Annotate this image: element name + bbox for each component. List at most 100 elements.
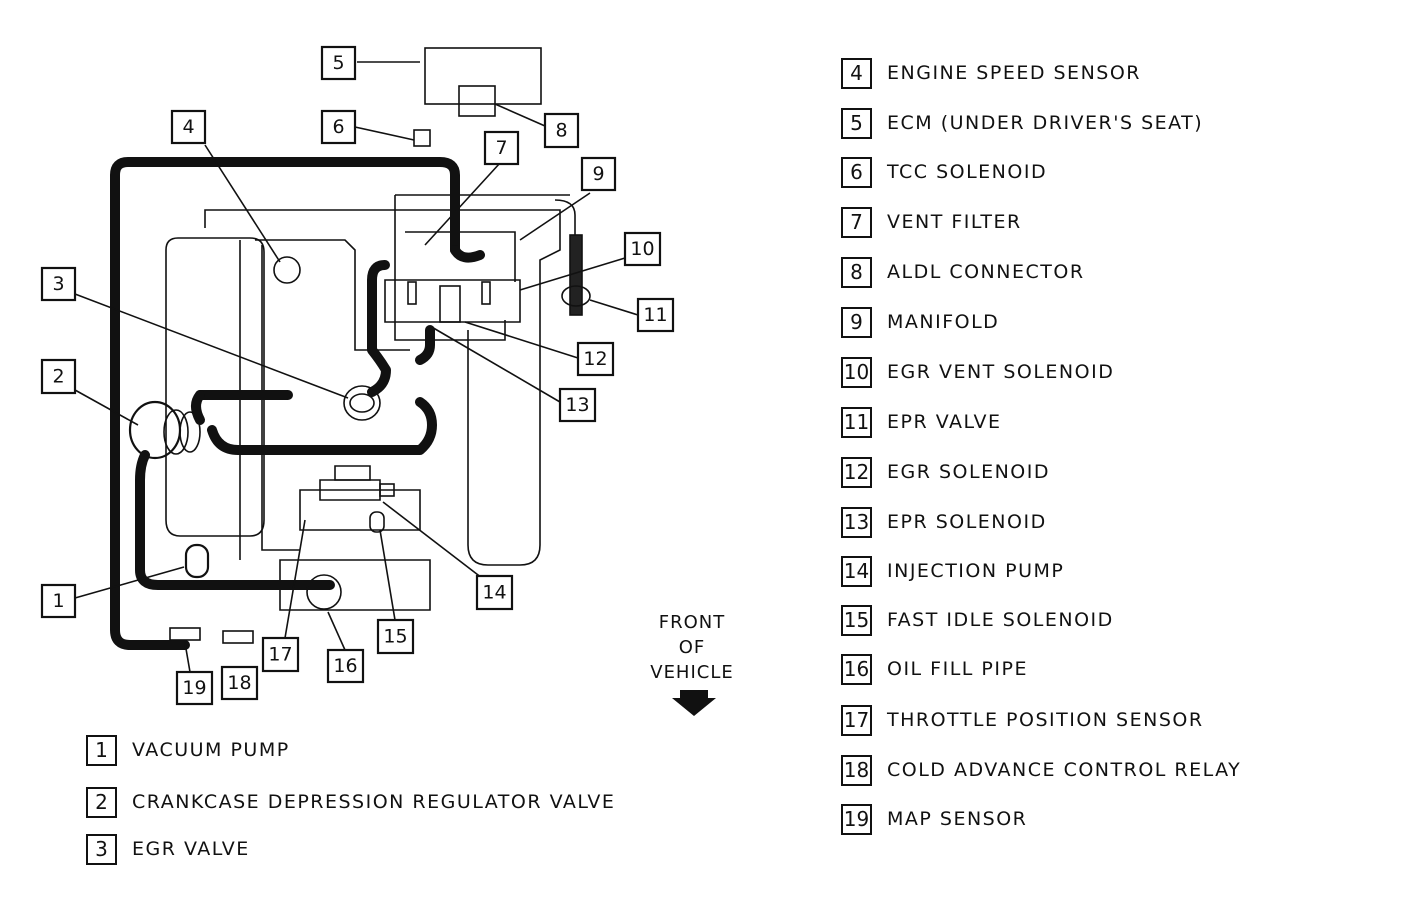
legend-number: 4 [841,57,872,89]
svg-text:3: 3 [52,273,64,295]
callout-10: 10 [623,231,662,267]
legend-item-11: 11 EPR VALVE [841,404,1001,440]
legend-label: VACUUM PUMP [132,739,290,761]
front-label-line2: OF [678,637,706,658]
legend-label: COLD ADVANCE CONTROL RELAY [887,759,1242,781]
tcc-solenoid-part [413,129,431,147]
legend-number: 12 [841,456,872,488]
callout-17: 17 [261,636,300,673]
callout-1: 1 [40,583,77,619]
callout-15: 15 [376,618,415,655]
legend-label: EGR SOLENOID [887,461,1050,483]
legend-number: 17 [841,704,872,736]
callout-5: 5 [320,45,357,81]
svg-text:16: 16 [333,655,357,677]
svg-text:8: 8 [555,120,567,142]
legend-label: THROTTLE POSITION SENSOR [887,709,1204,731]
callout-11: 11 [636,297,675,333]
legend-number: 18 [841,754,872,786]
svg-text:14: 14 [482,582,506,604]
svg-text:1: 1 [52,590,64,612]
legend-number: 19 [841,803,872,835]
legend-label: EPR SOLENOID [887,511,1047,533]
legend-number: 7 [841,206,872,238]
svg-text:9: 9 [592,163,604,185]
svg-text:18: 18 [227,672,251,694]
callout-6: 6 [320,109,357,145]
legend-number: 15 [841,604,872,636]
svg-text:19: 19 [182,677,206,699]
svg-text:6: 6 [332,116,344,138]
svg-text:11: 11 [643,304,667,326]
svg-text:13: 13 [565,394,589,416]
legend-label: TCC SOLENOID [887,161,1048,183]
callout-8: 8 [543,112,580,149]
legend-item-8: 8 ALDL CONNECTOR [841,254,1085,290]
legend-label: MAP SENSOR [887,808,1028,830]
legend-label: MANIFOLD [887,311,1000,333]
svg-text:5: 5 [332,52,344,74]
legend-item-10: 10 EGR VENT SOLENOID [841,354,1114,390]
legend-label: ECM (UNDER DRIVER'S SEAT) [887,112,1204,134]
callout-13: 13 [558,387,597,423]
legend-label: ENGINE SPEED SENSOR [887,62,1141,84]
ecm-unit [424,47,542,117]
legend-number: 2 [86,786,117,818]
svg-text:15: 15 [383,626,407,648]
legend-number: 8 [841,256,872,288]
legend-number: 13 [841,506,872,538]
legend-item-3: 3 EGR VALVE [86,831,250,867]
svg-text:12: 12 [583,348,607,370]
legend-label: EGR VENT SOLENOID [887,361,1115,383]
legend-number: 1 [86,734,117,766]
legend-number: 11 [841,406,872,438]
legend-number: 9 [841,306,872,338]
legend-item-17: 17 THROTTLE POSITION SENSOR [841,702,1204,738]
legend-label: EPR VALVE [887,411,1002,433]
legend-label: EGR VALVE [132,838,250,860]
legend-item-9: 9 MANIFOLD [841,304,999,340]
callout-9: 9 [580,156,617,192]
callout-14: 14 [475,574,514,611]
legend-item-15: 15 FAST IDLE SOLENOID [841,602,1114,638]
legend-item-1: 1 VACUUM PUMP [86,732,290,768]
component-shapes [128,234,591,644]
callout-18: 18 [220,665,259,701]
svg-text:17: 17 [268,644,292,666]
legend-number: 3 [86,833,117,865]
front-label-line3: VEHICLE [650,662,734,683]
arrow-down-icon [672,690,716,716]
legend-item-6: 6 TCC SOLENOID [841,154,1047,190]
svg-text:7: 7 [495,137,507,159]
svg-text:4: 4 [182,116,194,138]
callout-2: 2 [40,358,77,395]
legend-item-13: 13 EPR SOLENOID [841,504,1047,540]
legend-item-19: 19 MAP SENSOR [841,801,1027,837]
callout-7: 7 [483,130,520,166]
svg-text:2: 2 [52,366,64,388]
vacuum-hoses [110,157,485,650]
leader-lines [74,61,639,673]
legend-item-14: 14 INJECTION PUMP [841,553,1064,589]
front-label-line1: FRONT [658,612,726,633]
legend-number: 5 [841,107,872,139]
legend-label: CRANKCASE DEPRESSION REGULATOR VALVE [132,791,616,813]
legend-item-18: 18 COLD ADVANCE CONTROL RELAY [841,752,1241,788]
legend-item-12: 12 EGR SOLENOID [841,454,1050,490]
legend-label: VENT FILTER [887,211,1022,233]
svg-text:10: 10 [630,238,654,260]
legend-item-2: 2 CRANKCASE DEPRESSION REGULATOR VALVE [86,784,615,820]
legend-number: 6 [841,156,872,188]
legend-number: 14 [841,555,872,587]
front-of-vehicle-label: FRONT OF VEHICLE [636,610,748,685]
legend-item-7: 7 VENT FILTER [841,204,1022,240]
legend-item-16: 16 OIL FILL PIPE [841,651,1028,687]
legend-label: ALDL CONNECTOR [887,261,1085,283]
engine-outline [165,194,576,611]
callout-16: 16 [326,648,365,684]
legend-number: 10 [841,356,872,388]
callout-12: 12 [576,341,615,377]
legend-number: 16 [841,653,872,685]
